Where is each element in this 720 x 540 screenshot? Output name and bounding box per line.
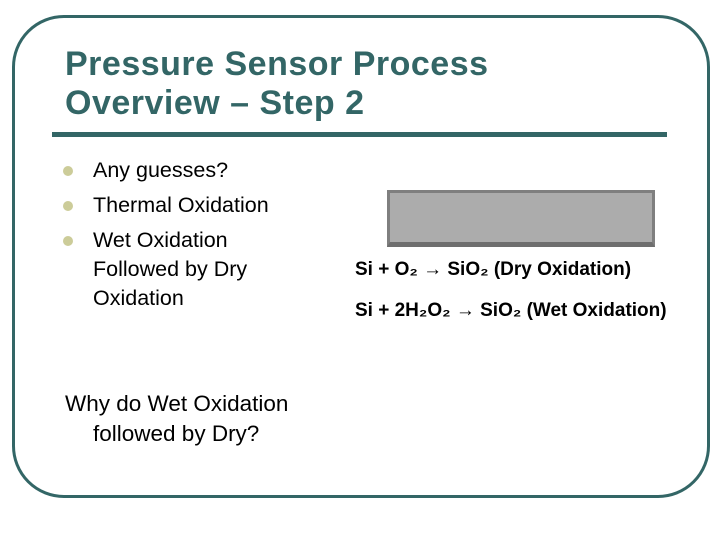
slide-border-frame <box>12 15 710 498</box>
equation-dry-oxidation: Si + O₂ → SiO₂ (Dry Oxidation) <box>355 259 632 280</box>
slide-title: Pressure Sensor Process Overview – Step … <box>65 45 489 123</box>
title-underline <box>52 132 667 137</box>
bullet-text-line: Wet Oxidation <box>93 228 228 252</box>
bullet-item-thermal-oxidation: Thermal Oxidation <box>63 191 373 220</box>
slide-title-line-1: Pressure Sensor Process <box>65 45 489 83</box>
equation-wet-oxidation: Si + 2H₂O₂ → SiO₂ (Wet Oxidation) <box>355 300 667 321</box>
bullet-item-any-guesses: Any guesses? <box>63 156 373 185</box>
question-line-2: followed by Dry? <box>93 421 260 446</box>
bullet-icon <box>63 166 73 176</box>
bullet-icon <box>63 201 73 211</box>
question-text: Why do Wet Oxidation followed by Dry? <box>65 389 288 449</box>
bullet-text-line: Thermal Oxidation <box>93 193 269 217</box>
equations-block: Si + O₂ → SiO₂ (Dry Oxidation) Si + 2H₂O… <box>355 258 667 323</box>
bullet-text-line: Any guesses? <box>93 158 229 182</box>
slide-title-line-2: Overview – Step 2 <box>65 84 365 122</box>
bullet-text-line: Followed by Dry <box>93 257 248 281</box>
bullet-list: Any guesses? Thermal Oxidation Wet Oxida… <box>63 156 373 319</box>
bullet-icon <box>63 236 73 246</box>
bullet-text-line: Oxidation <box>93 286 184 310</box>
bullet-item-wet-oxidation: Wet Oxidation Followed by Dry Oxidation <box>63 226 373 313</box>
question-line-1: Why do Wet Oxidation <box>65 391 289 416</box>
image-placeholder-box <box>387 190 655 247</box>
